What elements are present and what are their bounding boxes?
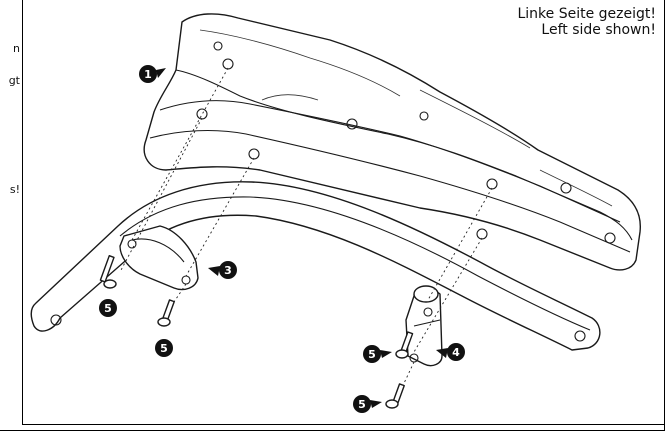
callout-5c: 5 (363, 345, 392, 363)
clamp-bracket (119, 225, 199, 291)
truncated-text-column: n gt s! (0, 0, 23, 424)
svg-text:5: 5 (104, 302, 112, 315)
text-fragment: gt (8, 74, 20, 87)
screw (99, 254, 117, 289)
svg-text:1: 1 (144, 68, 152, 81)
screw-group (99, 254, 414, 409)
svg-text:5: 5 (358, 398, 366, 411)
svg-text:3: 3 (224, 264, 232, 277)
caption-english: Left side shown! (541, 22, 656, 38)
text-fragment: n (13, 42, 20, 55)
callout-3: 3 (208, 261, 237, 279)
screw (385, 383, 405, 409)
callout-5a: 5 (99, 299, 117, 317)
text-fragment: s! (9, 183, 20, 196)
sleeve-clamp (405, 285, 443, 367)
fender-cover (143, 13, 641, 271)
callout-1: 1 (139, 65, 166, 83)
callout-5b: 5 (155, 339, 173, 357)
svg-text:4: 4 (452, 346, 460, 359)
svg-text:5: 5 (160, 342, 168, 355)
callout-5d: 5 (353, 395, 382, 413)
screw (395, 331, 414, 359)
view-caption: Linke Seite gezeigt! Left side shown! (517, 6, 656, 38)
bottom-divider (22, 424, 664, 425)
svg-text:5: 5 (368, 348, 376, 361)
caption-german: Linke Seite gezeigt! (517, 6, 656, 22)
screw (157, 299, 175, 327)
callout-4: 4 (436, 343, 465, 361)
